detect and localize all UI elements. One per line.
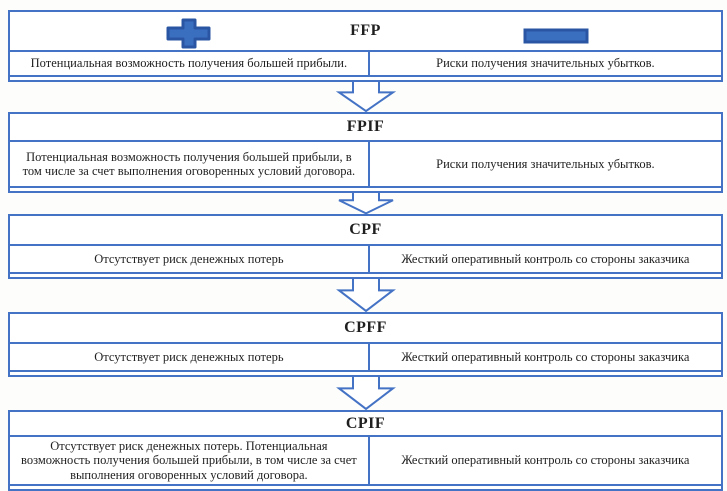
pro-cell: Отсутствует риск денежных потерь. Потенц… (10, 437, 370, 484)
contract-block-fpif: FPIF Потенциальная возможность получения… (8, 112, 723, 193)
con-text: Риски получения значительных убытков. (436, 156, 655, 171)
pro-text: Отсутствует риск денежных потерь (94, 251, 284, 266)
pro-cell: Отсутствует риск денежных потерь (10, 344, 370, 370)
block-header: CPFF (10, 314, 721, 342)
block-title: FFP (350, 22, 381, 39)
con-cell: Жесткий оперативный контроль со стороны … (370, 437, 721, 484)
block-title: CPF (349, 221, 382, 238)
block-title: FPIF (346, 118, 385, 135)
pro-text: Отсутствует риск денежных потерь. Потенц… (21, 439, 357, 482)
block-header: CPIF (10, 412, 721, 435)
contract-block-ffp: FFP Потенциальная возможность получения … (8, 10, 723, 82)
block-header: FPIF (10, 114, 721, 140)
con-cell: Риски получения значительных убытков. (370, 52, 721, 75)
pro-cell: Потенциальная возможность получения боль… (10, 52, 370, 75)
block-title: CPFF (344, 319, 387, 336)
contract-types-flowchart: FFP Потенциальная возможность получения … (8, 10, 723, 491)
pro-text: Потенциальная возможность получения боль… (30, 56, 348, 71)
con-cell: Жесткий оперативный контроль со стороны … (370, 246, 721, 272)
pro-cell: Отсутствует риск денежных потерь (10, 246, 370, 272)
pro-cell: Потенциальная возможность получения боль… (10, 142, 370, 186)
contract-block-cpif: CPIF Отсутствует риск денежных потерь. П… (8, 410, 723, 491)
block-header: FFP (10, 12, 721, 50)
minus-icon (523, 28, 589, 44)
block-body: Отсутствует риск денежных потерь. Потенц… (10, 435, 721, 486)
down-arrow-icon (8, 377, 723, 410)
contract-block-cpff: CPFF Отсутствует риск денежных потерь Же… (8, 312, 723, 377)
block-body: Потенциальная возможность получения боль… (10, 140, 721, 188)
pro-text: Отсутствует риск денежных потерь (94, 349, 284, 364)
con-text: Риски получения значительных убытков. (436, 56, 655, 71)
contract-block-cpf: CPF Отсутствует риск денежных потерь Жес… (8, 214, 723, 279)
con-text: Жесткий оперативный контроль со стороны … (401, 349, 690, 364)
con-text: Жесткий оперативный контроль со стороны … (401, 453, 690, 468)
con-cell: Жесткий оперативный контроль со стороны … (370, 344, 721, 370)
block-header: CPF (10, 216, 721, 244)
con-cell: Риски получения значительных убытков. (370, 142, 721, 186)
down-arrow-icon (8, 279, 723, 312)
block-body: Отсутствует риск денежных потерь Жесткий… (10, 342, 721, 372)
down-arrow-icon (8, 82, 723, 112)
con-text: Жесткий оперативный контроль со стороны … (401, 251, 690, 266)
plus-icon (165, 17, 212, 50)
block-body: Потенциальная возможность получения боль… (10, 50, 721, 77)
block-body: Отсутствует риск денежных потерь Жесткий… (10, 244, 721, 274)
block-title: CPIF (345, 414, 386, 432)
down-arrow-icon (8, 193, 723, 214)
pro-text: Потенциальная возможность получения боль… (22, 149, 356, 178)
